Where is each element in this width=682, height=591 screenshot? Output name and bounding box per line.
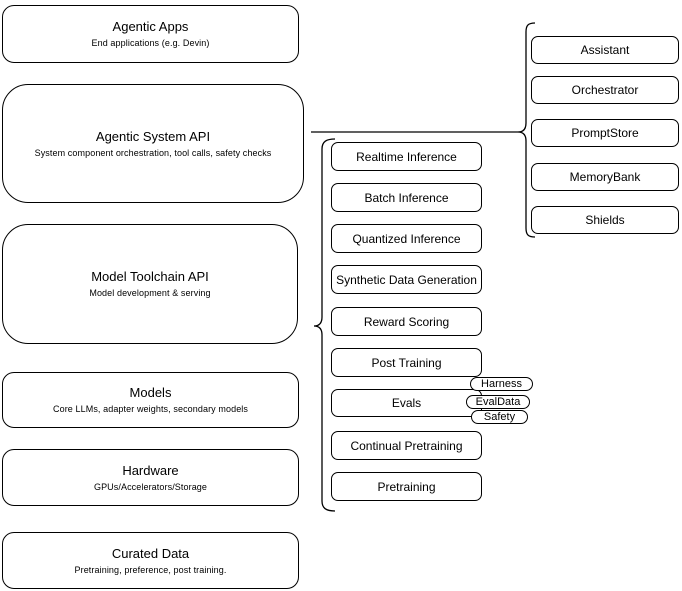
box-title: Models	[129, 385, 172, 400]
box-hardware: Hardware GPUs/Accelerators/Storage	[2, 449, 299, 506]
box-subtitle: Model development & serving	[89, 288, 211, 298]
box-subtitle: Core LLMs, adapter weights, secondary mo…	[53, 404, 248, 414]
system-item-shields: Shields	[531, 206, 679, 234]
box-title: Model Toolchain API	[91, 269, 209, 284]
box-title: Curated Data	[111, 545, 190, 561]
box-title: Agentic Apps	[112, 19, 189, 34]
toolchain-item-synthetic-data-generation: Synthetic Data Generation	[331, 265, 482, 294]
system-group-bracket	[517, 22, 536, 238]
toolchain-group-bracket	[313, 138, 336, 512]
evals-tag-safety: Safety	[471, 410, 528, 424]
box-agentic-system-api: Agentic System API System component orch…	[2, 84, 304, 203]
system-item-memorybank: MemoryBank	[531, 163, 679, 191]
toolchain-item-quantized-inference: Quantized Inference	[331, 224, 482, 253]
evals-tag-evaldata: EvalData	[466, 395, 530, 409]
box-curated-data: Curated Data Pretraining, preference, po…	[2, 532, 299, 589]
box-agentic-apps: Agentic Apps End applications (e.g. Devi…	[2, 5, 299, 63]
toolchain-item-reward-scoring: Reward Scoring	[331, 307, 482, 336]
box-subtitle: End applications (e.g. Devin)	[91, 38, 210, 48]
box-models: Models Core LLMs, adapter weights, secon…	[2, 372, 299, 428]
box-subtitle: Pretraining, preference, post training.	[74, 564, 227, 575]
toolchain-item-evals: Evals	[331, 389, 482, 417]
toolchain-item-batch-inference: Batch Inference	[331, 183, 482, 212]
box-subtitle: System component orchestration, tool cal…	[34, 147, 272, 158]
box-title: Agentic System API	[95, 128, 211, 144]
evals-tag-harness: Harness	[470, 377, 533, 391]
box-subtitle: GPUs/Accelerators/Storage	[93, 481, 208, 492]
system-item-assistant: Assistant	[531, 36, 679, 64]
box-model-toolchain-api: Model Toolchain API Model development & …	[2, 224, 298, 344]
box-title: Hardware	[122, 462, 179, 478]
toolchain-item-post-training: Post Training	[331, 348, 482, 377]
toolchain-item-realtime-inference: Realtime Inference	[331, 142, 482, 171]
toolchain-item-continual-pretraining: Continual Pretraining	[331, 431, 482, 460]
system-item-orchestrator: Orchestrator	[531, 76, 679, 104]
system-item-promptstore: PromptStore	[531, 119, 679, 147]
toolchain-item-pretraining: Pretraining	[331, 472, 482, 501]
